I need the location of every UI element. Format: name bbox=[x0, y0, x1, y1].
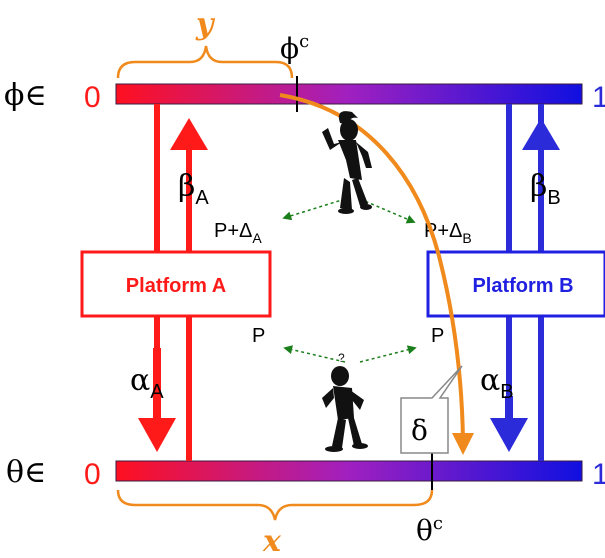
top-brace-label: y bbox=[195, 7, 216, 42]
price-low-a: P bbox=[252, 325, 265, 347]
top-axis-prefix: ϕ∈ bbox=[4, 78, 47, 113]
alpha-a-label: αA bbox=[130, 363, 164, 403]
svg-text:?: ? bbox=[338, 351, 345, 365]
top-axis-start: 0 bbox=[84, 81, 101, 114]
bottom-axis-start: 0 bbox=[84, 458, 101, 491]
beta-b-label: βB bbox=[530, 169, 561, 209]
upper-green-arrow-right bbox=[359, 198, 416, 224]
top-brace bbox=[116, 45, 294, 79]
platform-b-box bbox=[426, 250, 605, 318]
price-low-b: P bbox=[431, 325, 444, 347]
bottom-axis-prefix: θ∈ bbox=[6, 455, 46, 490]
platform-b-down-arrow bbox=[490, 418, 528, 452]
orange-trajectory-arrowhead bbox=[452, 433, 474, 455]
lower-green-arrow-right bbox=[359, 345, 417, 363]
top-gradient-bar bbox=[115, 83, 583, 105]
thinking-person-icon bbox=[322, 111, 372, 214]
platform-a-up-arrow bbox=[170, 118, 208, 150]
upper-green-arrow-left bbox=[282, 198, 346, 221]
price-high-a: P+ΔA bbox=[214, 220, 262, 246]
lower-green-arrow-left bbox=[283, 345, 346, 363]
top-threshold-label: ϕc bbox=[280, 31, 309, 65]
platform-a-box bbox=[80, 250, 272, 318]
bottom-axis-end: 1 bbox=[592, 458, 605, 491]
confused-person-icon: ? bbox=[322, 351, 368, 452]
bottom-threshold-label: θc bbox=[416, 513, 443, 547]
alpha-b-label: αB bbox=[480, 363, 514, 403]
bottom-gradient-bar bbox=[115, 460, 583, 482]
delta-callout bbox=[400, 365, 463, 454]
platform-a-down-arrow bbox=[138, 418, 176, 452]
top-axis-end: 1 bbox=[592, 81, 605, 114]
bottom-brace bbox=[116, 489, 434, 521]
platform-a-label: Platform A bbox=[126, 275, 226, 297]
bottom-brace-label: x bbox=[262, 524, 282, 558]
delta-callout-label: δ bbox=[411, 414, 428, 447]
platform-b-label: Platform B bbox=[472, 275, 573, 297]
platform-b-up-arrow bbox=[522, 118, 560, 150]
beta-a-label: βA bbox=[178, 169, 209, 209]
